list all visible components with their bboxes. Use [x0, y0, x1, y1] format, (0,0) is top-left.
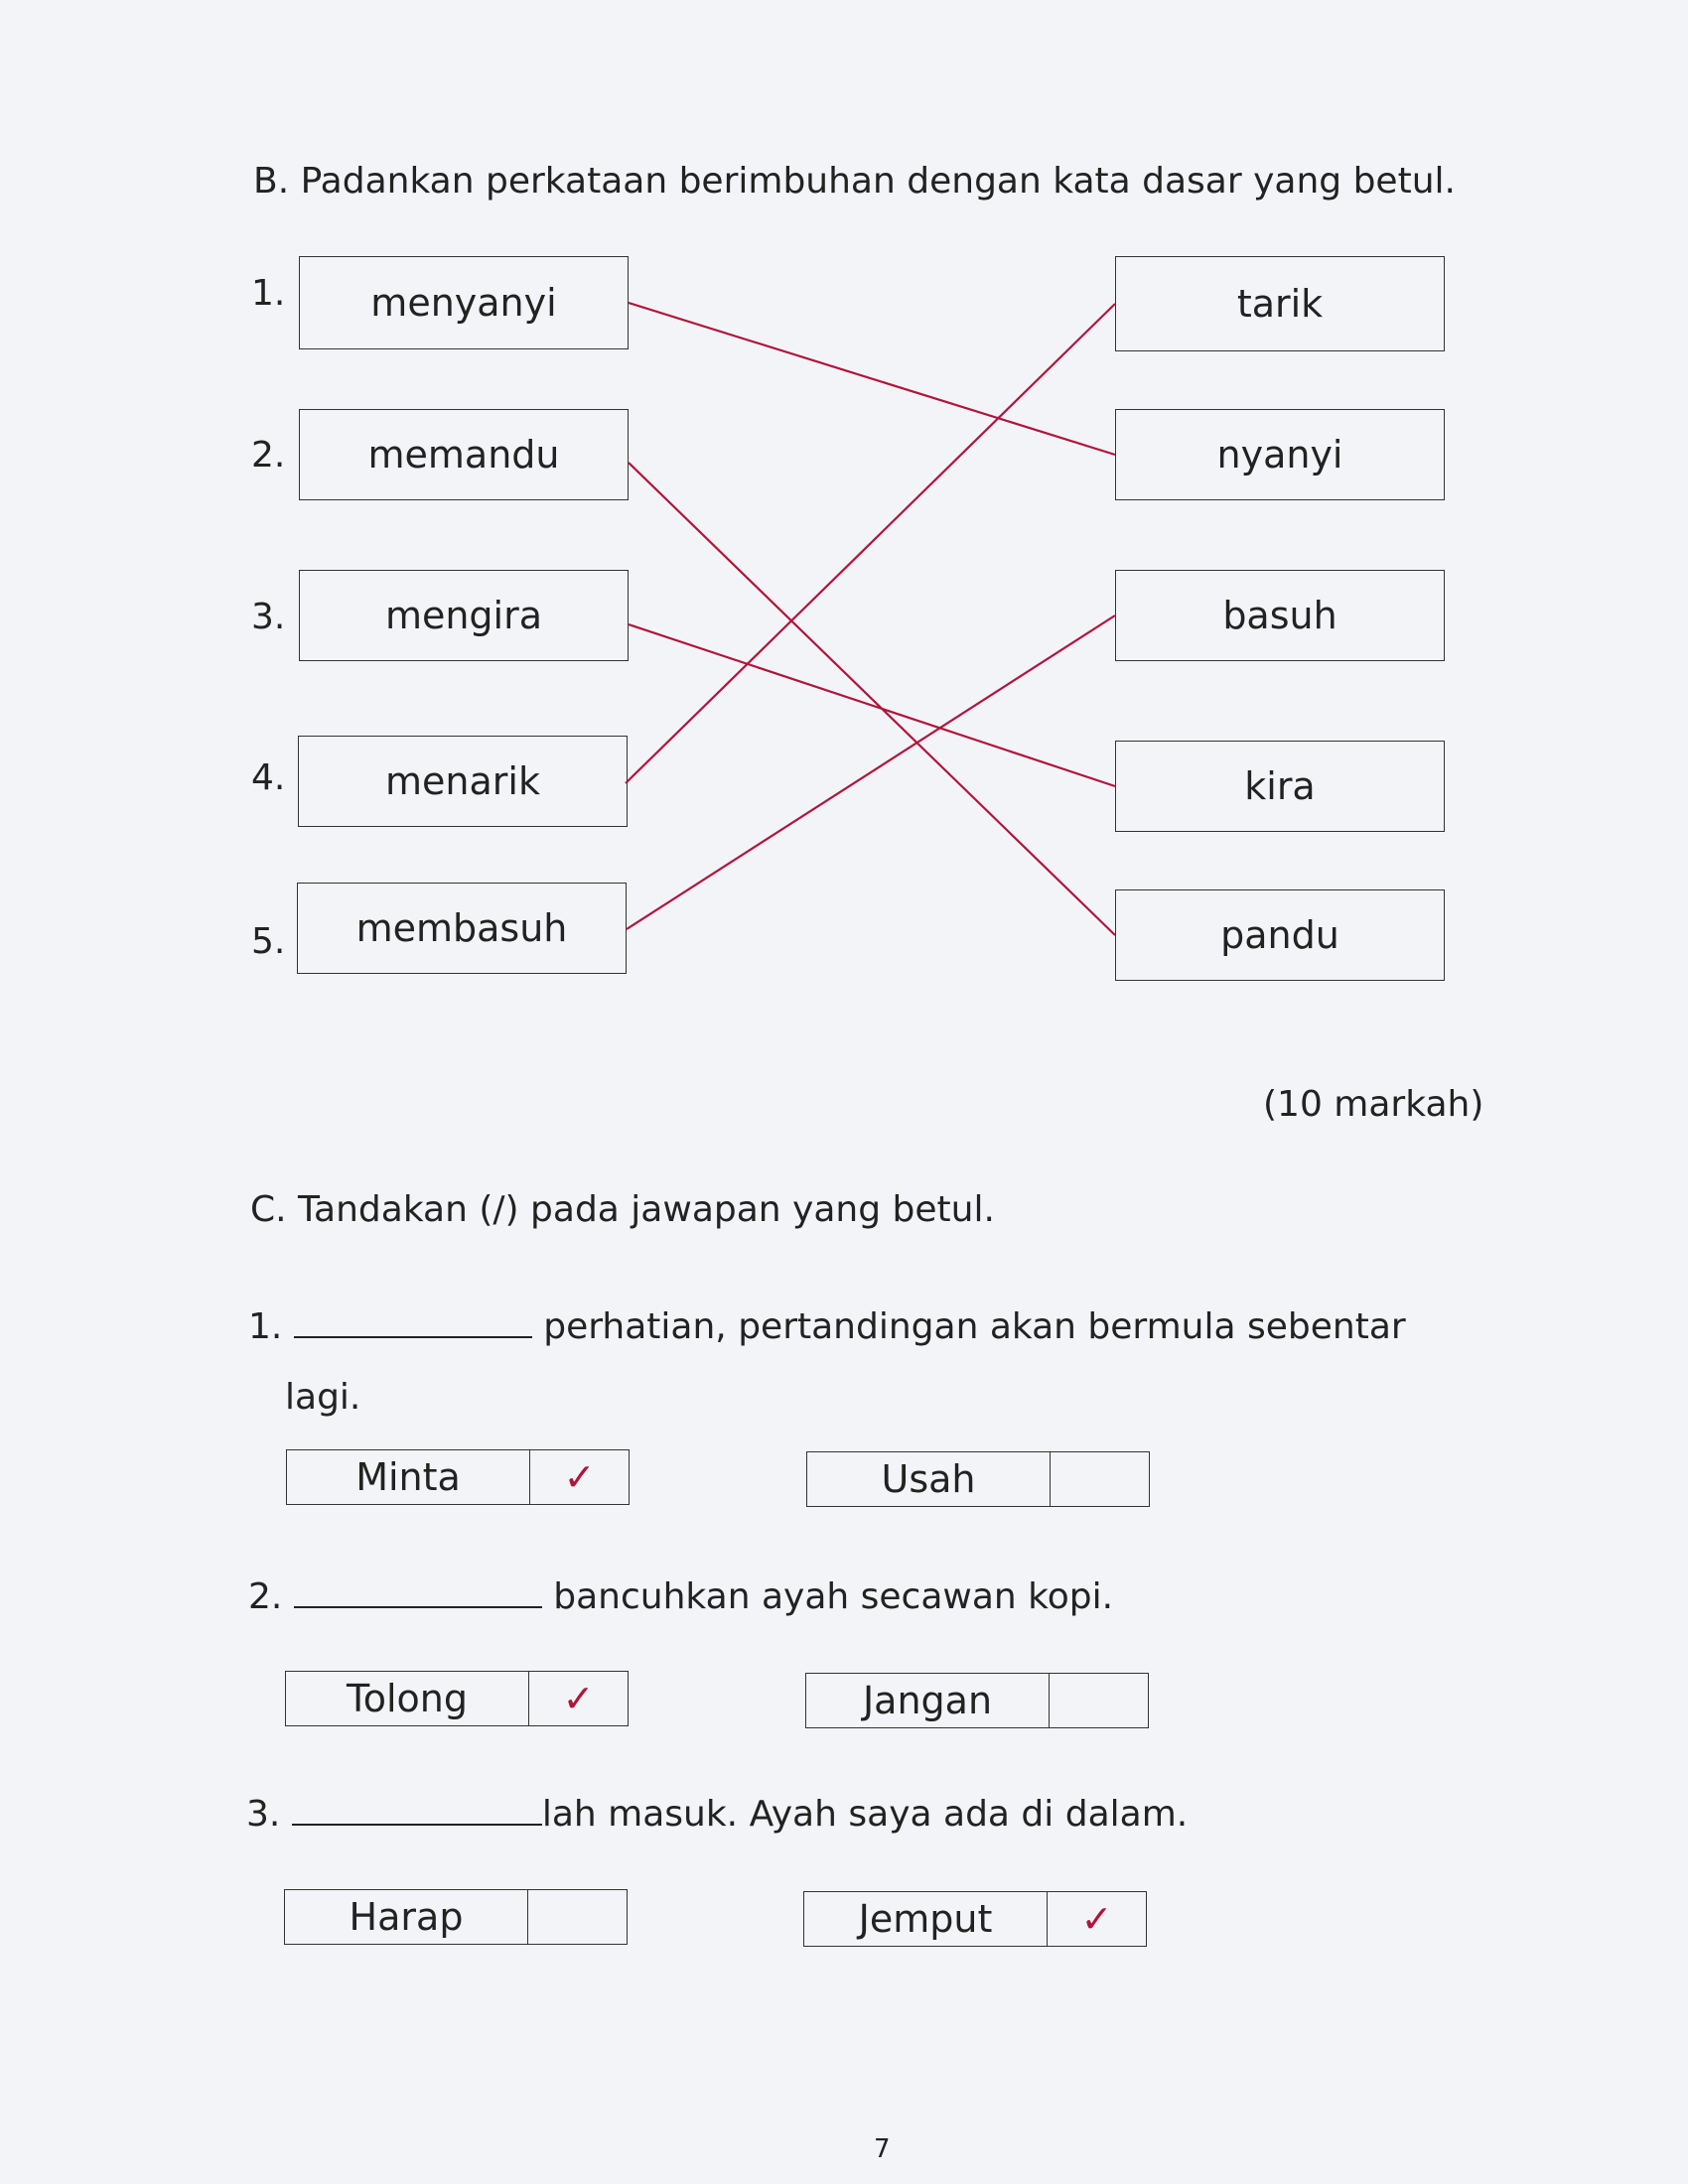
left-item-number: 4.	[251, 757, 286, 798]
option-word: Jemput	[804, 1892, 1048, 1946]
marks-label: (10 markah)	[1263, 1084, 1484, 1125]
match-line	[628, 622, 1116, 788]
question-2-line: 2. bancuhkan ayah secawan kopi.	[248, 1570, 1113, 1617]
option-tolong[interactable]: Tolong ✓	[285, 1671, 629, 1726]
left-word-box[interactable]: menyanyi	[299, 256, 629, 349]
question-text: lah masuk. Ayah saya ada di dalam.	[541, 1794, 1189, 1835]
option-word: Minta	[287, 1450, 530, 1504]
right-word-box[interactable]: kira	[1115, 741, 1445, 832]
match-line	[626, 614, 1116, 930]
answer-blank[interactable]	[293, 1570, 542, 1608]
option-usah[interactable]: Usah	[806, 1451, 1150, 1507]
right-word-box[interactable]: basuh	[1115, 570, 1445, 661]
match-line	[628, 462, 1116, 936]
option-harap[interactable]: Harap	[284, 1889, 628, 1945]
question-number: 3.	[246, 1794, 281, 1835]
option-word: Usah	[807, 1452, 1051, 1506]
check-mark-icon: ✓	[1080, 1897, 1113, 1941]
option-checkbox[interactable]: ✓	[530, 1450, 629, 1504]
option-checkbox[interactable]: ✓	[1048, 1892, 1146, 1946]
check-mark-icon: ✓	[562, 1677, 595, 1720]
question-text: bancuhkan ayah secawan kopi.	[553, 1576, 1114, 1617]
left-word-box[interactable]: memandu	[299, 409, 629, 500]
right-word-box[interactable]: nyanyi	[1115, 409, 1445, 500]
left-word-box[interactable]: mengira	[299, 570, 629, 661]
option-jemput[interactable]: Jemput ✓	[803, 1891, 1147, 1947]
option-word: Tolong	[286, 1672, 529, 1725]
right-word-box[interactable]: pandu	[1115, 889, 1445, 981]
question-number: 2.	[248, 1576, 283, 1617]
left-word-box[interactable]: membasuh	[297, 883, 627, 974]
option-minta[interactable]: Minta ✓	[286, 1449, 630, 1505]
option-checkbox[interactable]	[528, 1890, 627, 1944]
section-c-heading: C. Tandakan (/) pada jawapan yang betul.	[250, 1189, 995, 1230]
left-word-box[interactable]: menarik	[298, 736, 628, 827]
question-3-line: 3. lah masuk. Ayah saya ada di dalam.	[246, 1788, 1188, 1835]
option-checkbox[interactable]	[1050, 1674, 1148, 1727]
match-line	[625, 303, 1116, 784]
answer-blank[interactable]	[291, 1788, 542, 1826]
option-word: Harap	[285, 1890, 528, 1944]
question-1-continuation: lagi.	[285, 1377, 361, 1418]
question-number: 1.	[248, 1306, 283, 1347]
page-number: 7	[874, 2134, 891, 2164]
right-word-box[interactable]: tarik	[1115, 256, 1445, 351]
match-line	[628, 301, 1116, 457]
left-item-number: 2.	[251, 435, 286, 476]
option-jangan[interactable]: Jangan	[805, 1673, 1149, 1728]
question-text: perhatian, pertandingan akan bermula seb…	[543, 1306, 1406, 1347]
section-b-heading: B. Padankan perkataan berimbuhan dengan …	[253, 161, 1456, 202]
question-1-line: 1. perhatian, pertandingan akan bermula …	[248, 1300, 1406, 1347]
option-checkbox[interactable]	[1051, 1452, 1149, 1506]
check-mark-icon: ✓	[563, 1455, 596, 1499]
left-item-number: 1.	[251, 273, 286, 314]
option-word: Jangan	[806, 1674, 1050, 1727]
left-item-number: 5.	[251, 921, 286, 962]
option-checkbox[interactable]: ✓	[529, 1672, 628, 1725]
answer-blank[interactable]	[293, 1300, 532, 1338]
left-item-number: 3.	[251, 597, 286, 637]
